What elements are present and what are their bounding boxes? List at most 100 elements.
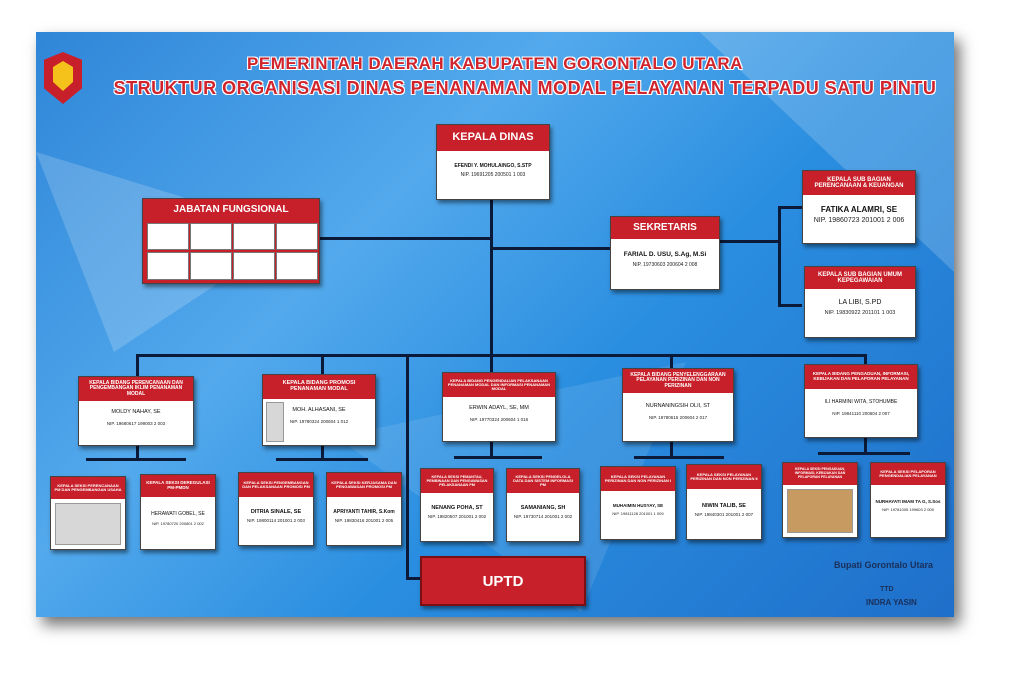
jabatan-fungsional-slot: [147, 223, 189, 250]
jabatan-fungsional-slot: [190, 223, 232, 250]
kasi-nip: NIP. 19820507 201001 2 002: [427, 514, 487, 519]
connector-kasi-group-2-v: [321, 444, 324, 460]
kabid-nip: NIP. 19780615 200604 2 017: [648, 415, 708, 420]
connector-sekretaris: [491, 247, 611, 250]
kasi-title: KEPALA SEKSI PENGEMBANGAN DAN PELAKSANAA…: [239, 473, 313, 497]
connector-uptd: [406, 577, 422, 580]
kasi-box-3: KEPALA SEKSI PENGEMBANGAN DAN PELAKSANAA…: [238, 472, 314, 546]
kasi-title: KEPALA SEKSI PEMANTAU, PEMBINAAN DAN PEN…: [421, 469, 493, 493]
connector-kasi-group-5-v: [864, 434, 867, 454]
jabatan-fungsional-box: JABATAN FUNGSIONAL: [142, 198, 320, 284]
kasi-title: KEPALA SEKSI PERENCANAAN PM DAN PENGEMBA…: [51, 477, 125, 499]
kasi-name: NURHAYATI IMAM TA G, S.Sos: [875, 499, 941, 504]
kasubag-umum-nip: NIP. 19830922 201101 1 003: [824, 310, 896, 316]
kasi-nip: NIP. 19800114 201001 2 003: [247, 518, 305, 523]
kabid-box-5: KEPALA BIDANG PENGADUAN, INFORMASI, KEBI…: [804, 364, 918, 438]
kasi-nip: NIP. 19811128 201001 1 009: [612, 511, 664, 516]
footer-bupati-name: INDRA YASIN: [866, 598, 917, 607]
kasi-name: MUHAIMIN HUSYAY, SE: [612, 503, 664, 508]
kasi-title: KEPALA SEKSI KERJASAMA DAN PENGAWASAN PR…: [327, 473, 401, 497]
kasi-box-4: KEPALA SEKSI KERJASAMA DAN PENGAWASAN PR…: [326, 472, 402, 546]
connector-kasi-group-4-v: [670, 438, 673, 458]
connector-subbag-1: [778, 206, 802, 209]
kasi-box-5: KEPALA SEKSI PEMANTAU, PEMBINAAN DAN PEN…: [420, 468, 494, 542]
kabid-title: KEPALA BIDANG PENGADUAN, INFORMASI, KEBI…: [805, 365, 917, 389]
kabid-name: NURNANINGSIH OLII, ST: [645, 403, 711, 409]
sekretaris-nip: NIP. 19730603 200604 2 008: [632, 262, 698, 268]
kabid-box-2: KEPALA BIDANG PROMOSI PENANAMAN MODAL MO…: [262, 374, 376, 446]
jabatan-fungsional-slot: [276, 252, 318, 280]
kasubag-umum-title: KEPALA SUB BAGIAN UMUM KEPEGAWAIAN: [805, 267, 915, 289]
kasi-nip: NIP. 19840301 201001 2 007: [694, 512, 754, 517]
header-government: PEMERINTAH DAERAH KABUPATEN GORONTALO UT…: [247, 54, 743, 73]
connector-bidang-2: [321, 354, 324, 374]
kabid-title: KEPALA BIDANG PROMOSI PENANAMAN MODAL: [263, 375, 375, 399]
kasi-title: KEPALA SEKSI PELAYANAN PERIZINAN DAN NON…: [601, 467, 675, 491]
jabatan-fungsional-slot: [233, 223, 275, 250]
kepala-dinas-nip: NIP. 19691205 200501 1 003: [460, 172, 526, 178]
sekretaris-box: SEKRETARIS FARIAL D. USU, S.Ag, M.Si NIP…: [610, 216, 720, 290]
jabatan-fungsional-title: JABATAN FUNGSIONAL: [143, 199, 319, 221]
kasi-nip: NIP. 19730714 201001 2 002: [513, 514, 573, 519]
kabid-nip: NIP. 19841110 200604 2 007: [832, 411, 890, 416]
kasi-box-10: KEPALA SEKSI PELAPORAN PENGENDALIAN PELA…: [870, 462, 946, 538]
kabid-name: ILI HARMINI WITA, STOHUMBE: [824, 399, 898, 405]
connector-bidang-1: [136, 354, 139, 376]
kasi-box-1: KEPALA SEKSI PERENCANAAN PM DAN PENGEMBA…: [50, 476, 126, 550]
kasubag-umum-name: LA LIBI, S.PD: [838, 299, 882, 306]
regency-logo-emblem: [53, 61, 73, 91]
footer-bupati-title: Bupati Gorontalo Utara: [834, 560, 934, 570]
kabid-box-1: KEPALA BIDANG PERENCANAAN DAN PENGEMBANG…: [78, 376, 194, 446]
kepala-dinas-box: KEPALA DINAS EFENDI Y. MOHULAINGO, S.STP…: [436, 124, 550, 200]
kabid-name: ERWIN ADAYL, SE, MM: [469, 405, 529, 411]
kabid-nip: NIP. 19780324 200604 1 012: [289, 419, 349, 424]
jabatan-fungsional-slot: [276, 223, 318, 250]
connector-uptd-vertical: [406, 354, 409, 580]
kasubag-perencanaan-nip: NIP. 19860723 201001 2 006: [813, 217, 905, 224]
kasi-name: DITRIA SINALE, SE: [250, 509, 302, 515]
kabid-title: KEPALA BIDANG PENYELENGGARAAN PELAYANAN …: [623, 369, 733, 393]
kasubag-umum-box: KEPALA SUB BAGIAN UMUM KEPEGAWAIAN LA LI…: [804, 266, 916, 338]
kasi-name: APRIYANTI TAHIR, S.Kom: [333, 509, 395, 515]
kasi-box-6: KEPALA SEKSI PENGELOLA DATA DAN SISTEM I…: [506, 468, 580, 542]
kepala-dinas-title: KEPALA DINAS: [437, 125, 549, 151]
kabid-title: KEPALA BIDANG PERENCANAAN DAN PENGEMBANG…: [79, 377, 193, 401]
kasi-name: HERAWATI GOBEL, SE: [151, 511, 205, 517]
connector-kasi-group-4: [634, 456, 724, 459]
kasi-title: KEPALA SEKSI PENGELOLA DATA DAN SISTEM I…: [507, 469, 579, 493]
sekretaris-title: SEKRETARIS: [611, 217, 719, 239]
connector-kasi-group-3-v: [490, 438, 493, 458]
kasi-box-9: KEPALA SEKSI PENGADUAN, INFORMASI, KEBIJ…: [782, 462, 858, 538]
kasi-nip: NIP. 19781005 199603 2 005: [882, 507, 934, 512]
connector-sekretaris-right: [718, 240, 778, 243]
kasi-nip: NIP. 19830416 201001 2 005: [334, 518, 394, 523]
kasi-name: SAMANIANG, SH: [520, 505, 566, 511]
kasi-photo-placeholder: [55, 503, 121, 545]
kabid-name: MOLDY NAHAY, SE: [111, 409, 161, 415]
connector-bidang-4: [670, 354, 673, 370]
sekretaris-name: FARIAL D. USU, S.Ag, M.Si: [623, 251, 707, 258]
kabid-title: KEPALA BIDANG PENGENDALIAN PELAKSANAAN P…: [443, 373, 555, 397]
header-title: STRUKTUR ORGANISASI DINAS PENANAMAN MODA…: [113, 78, 937, 98]
org-chart-board: PEMERINTAH DAERAH KABUPATEN GORONTALO UT…: [36, 32, 954, 617]
connector-subbag-vertical: [778, 206, 781, 306]
kasi-box-7: KEPALA SEKSI PELAYANAN PERIZINAN DAN NON…: [600, 466, 676, 540]
connector-bidang-5: [864, 354, 867, 366]
kabid-box-3: KEPALA BIDANG PENGENDALIAN PELAKSANAAN P…: [442, 372, 556, 442]
kasi-photo-placeholder: [787, 489, 853, 533]
kasi-box-8: KEPALA SEKSI PELAYANAN PERIZINAN DAN NON…: [686, 464, 762, 540]
kasi-name: NENANG POHA, ST: [431, 505, 483, 511]
kasubag-perencanaan-box: KEPALA SUB BAGIAN PERENCANAAN & KEUANGAN…: [802, 170, 916, 244]
jabatan-fungsional-slot: [233, 252, 275, 280]
kabid-nip: NIP. 19770324 200604 1 016: [469, 417, 529, 422]
jabatan-fungsional-slot: [190, 252, 232, 280]
kasi-nip: NIP. 19780720 200801 2 002: [152, 521, 204, 526]
kasi-title: KEPALA SEKSI PELAPORAN PENGENDALIAN PELA…: [871, 463, 945, 485]
connector-kasi-group-1-v: [136, 442, 139, 460]
kasi-title: KEPALA SEKSI PENGADUAN, INFORMASI, KEBIJ…: [783, 463, 857, 485]
connector-main-vertical: [490, 197, 493, 387]
connector-bidang-horizontal: [136, 354, 866, 357]
connector-jabfung: [316, 237, 491, 240]
kasi-name: NIWIN TALIB, SE: [702, 503, 746, 509]
kasi-box-2: KEPALA SEKSI DEREGULASI PM-PMDN HERAWATI…: [140, 474, 216, 550]
